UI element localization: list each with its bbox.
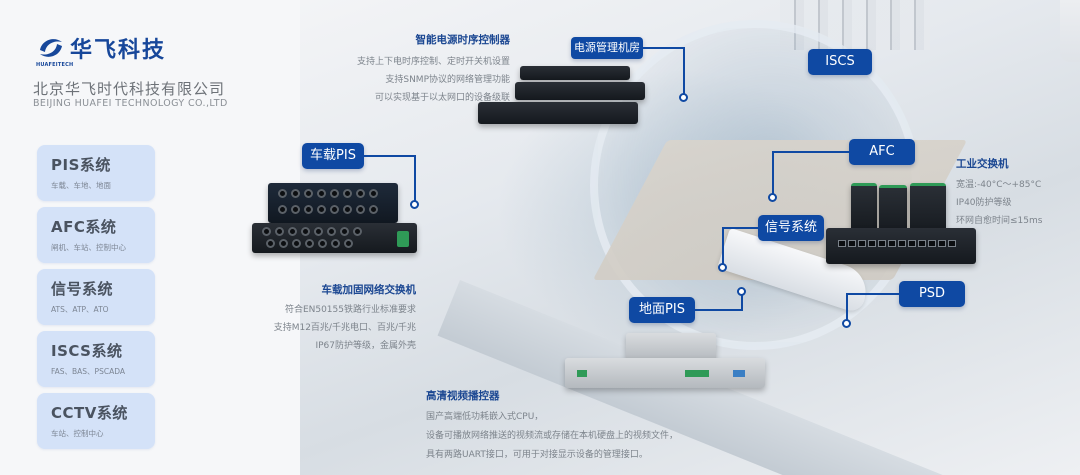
iscs-label[interactable]: ISCS	[808, 49, 872, 75]
power-room-marker-dot	[679, 93, 688, 102]
ground-pis-marker-dot	[737, 287, 746, 296]
power-sequencer-spec: 支持SNMP协议的网络管理功能	[385, 75, 510, 85]
din-switch-device	[879, 185, 907, 235]
industrial-switch-title: 工业交换机	[956, 158, 1009, 170]
company-name-cn: 北京华飞时代科技有限公司	[33, 80, 226, 98]
din-switch-device	[851, 183, 877, 233]
system-card-cctv[interactable]: CCTV系统 车站、控制中心	[37, 393, 155, 449]
vehicle-pis-marker-dot	[410, 200, 419, 209]
hd-player-title: 高清视频播控器	[426, 390, 500, 402]
system-card-iscs[interactable]: ISCS系统 FAS、BAS、PSCADA	[37, 331, 155, 387]
afc-label[interactable]: AFC	[849, 139, 915, 165]
industrial-switch-spec: 宽温:-40°C～+85°C	[956, 180, 1042, 190]
system-card-pis[interactable]: PIS系统 车载、车地、地面	[37, 145, 155, 201]
system-card-title: AFC系统	[51, 218, 117, 236]
rack-switch-device	[826, 228, 976, 264]
vehicle-pis-label[interactable]: 车载PIS	[302, 143, 364, 169]
system-card-subtitle: 车站、控制中心	[51, 429, 104, 438]
huafei-logo-icon	[36, 34, 66, 62]
hd-player-spec: 具有两路UART接口，可用于对接显示设备的管理接口。	[426, 450, 648, 460]
vehicle-switch-spec: IP67防护等级，金属外壳	[315, 341, 416, 351]
industrial-switch-spec: IP40防护等级	[956, 198, 1012, 208]
ground-pis-label[interactable]: 地面PIS	[629, 297, 695, 323]
hd-player-module	[626, 333, 716, 361]
hd-player-device	[565, 358, 765, 388]
power-sequencer-title: 智能电源时序控制器	[415, 34, 511, 46]
system-card-title: 信号系统	[51, 280, 114, 298]
power-sequencer-spec: 可以实现基于以太网口的设备级联	[374, 93, 510, 103]
power-sequencer-device	[520, 66, 630, 80]
system-card-subtitle: ATS、ATP、ATO	[51, 305, 109, 314]
system-card-subtitle: 闸机、车站、控制中心	[51, 243, 126, 252]
signal-marker-dot	[718, 263, 727, 272]
psd-marker-dot	[842, 319, 851, 328]
industrial-switch-spec: 环网自愈时间≤15ms	[956, 216, 1043, 226]
system-card-subtitle: FAS、BAS、PSCADA	[51, 367, 125, 376]
system-card-afc[interactable]: AFC系统 闸机、车站、控制中心	[37, 207, 155, 263]
logo-name: 华飞科技	[70, 38, 167, 63]
system-card-signal[interactable]: 信号系统 ATS、ATP、ATO	[37, 269, 155, 325]
system-card-subtitle: 车载、车地、地面	[51, 181, 111, 190]
power-sequencer-device	[515, 82, 645, 100]
vehicle-switch-base	[252, 223, 417, 253]
vehicle-switch-spec: 支持M12百兆/千兆电口、百兆/千兆	[273, 323, 416, 333]
hd-player-spec: 设备可播放网络推送的视频流或存储在本机硬盘上的视频文件，	[426, 431, 679, 441]
iscs-control-room-image	[1060, 0, 1080, 62]
psd-label[interactable]: PSD	[899, 281, 965, 307]
brand-logo: 华飞科技 HUAFEITECH	[36, 32, 167, 68]
system-card-title: CCTV系统	[51, 404, 128, 422]
system-card-title: PIS系统	[51, 156, 111, 174]
power-sequencer-device	[478, 102, 638, 124]
hd-player-spec: 国产高端低功耗嵌入式CPU，	[426, 412, 544, 422]
signal-system-label[interactable]: 信号系统	[758, 215, 824, 241]
vehicle-switch-title: 车载加固网络交换机	[321, 284, 417, 296]
vehicle-switch-spec: 符合EN50155铁路行业标准要求	[284, 305, 416, 315]
system-card-title: ISCS系统	[51, 342, 123, 360]
logo-tagline: HUAFEITECH	[36, 62, 74, 68]
afc-marker-dot	[768, 193, 777, 202]
power-room-label[interactable]: 电源管理机房	[571, 37, 643, 59]
vehicle-switch-device	[268, 183, 398, 223]
power-sequencer-spec: 支持上下电时序控制、定时开关机设置	[356, 57, 510, 67]
company-name-en: BEIJING HUAFEI TECHNOLOGY CO.,LTD	[33, 98, 228, 109]
